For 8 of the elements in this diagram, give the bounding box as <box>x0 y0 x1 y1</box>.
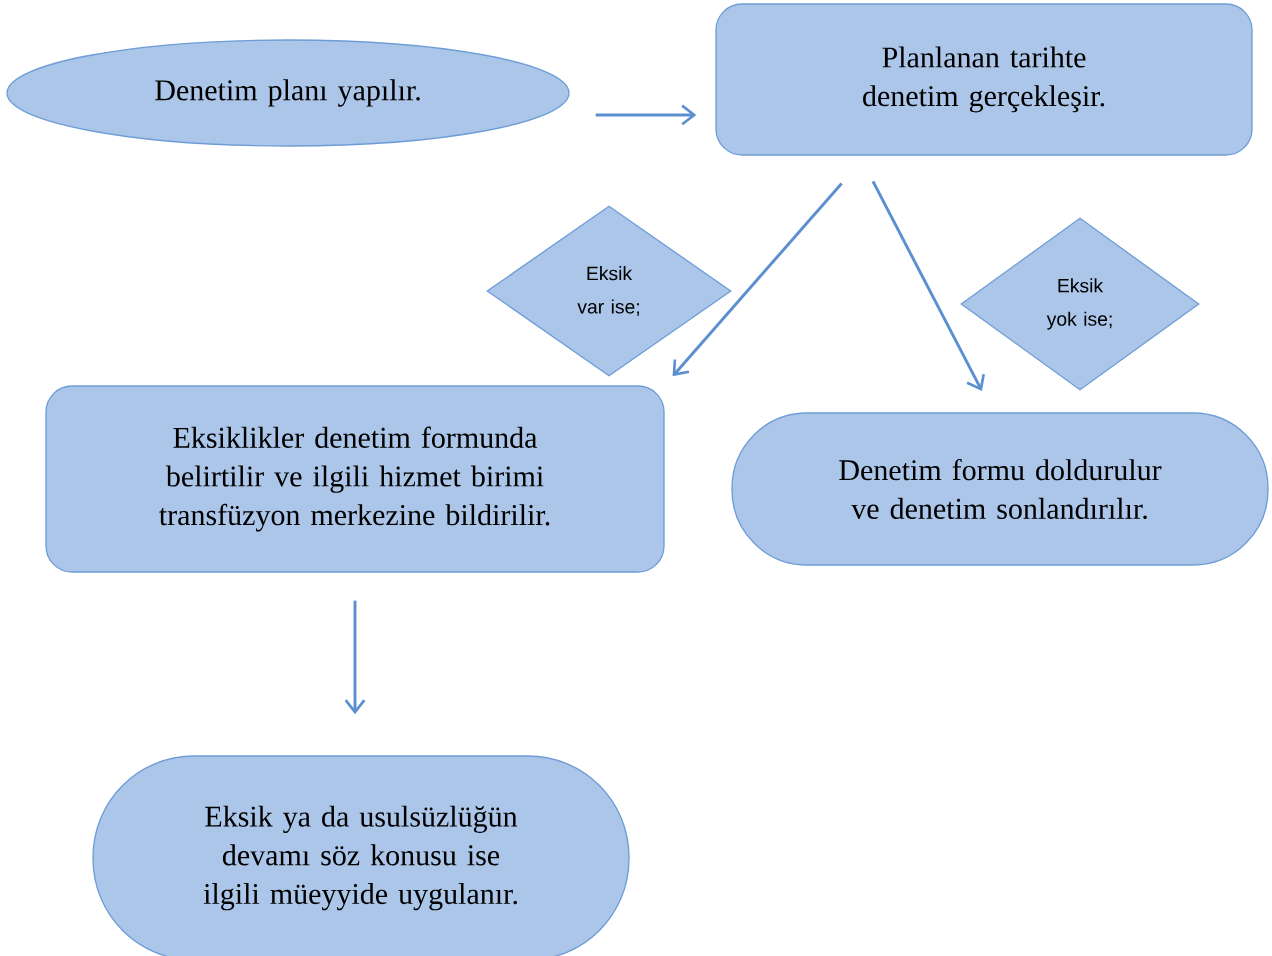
arrow <box>344 600 366 715</box>
terminal-box: Denetim formu doldurulur ve denetim sonlandırılır. <box>731 412 1269 566</box>
process-box: Eksiklikler denetim formunda belirtilir ve ilgili hizmet birimi transfüzyon merkezine bildirilir. <box>45 385 665 573</box>
process-box: Planlanan tarihte denetim gerçekleşir. <box>715 3 1253 156</box>
arrow <box>595 104 697 126</box>
arrow <box>672 182 843 377</box>
arrow <box>871 180 985 392</box>
terminal-box: Eksik ya da usulsüzlüğün devamı söz konusu ise ilgili müeyyide uygulanır. <box>92 755 630 956</box>
